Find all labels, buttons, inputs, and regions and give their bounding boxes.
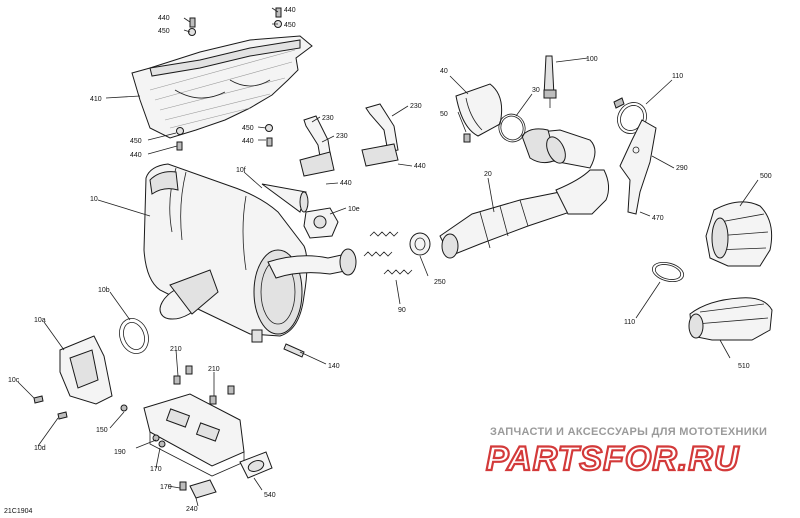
callout-150: 150 — [96, 427, 108, 434]
callout-230-a: 230 — [322, 115, 334, 122]
callout-10a: 10a — [34, 317, 46, 324]
grommet-540 — [239, 451, 273, 479]
clamp-110-bottom — [651, 261, 685, 283]
mount-190 — [143, 393, 245, 477]
oxygen-sensor-100 — [543, 55, 557, 108]
callout-10d: 10d — [34, 445, 46, 452]
callout-540: 540 — [264, 492, 276, 499]
callout-170-a: 170 — [150, 466, 162, 473]
callout-140: 140 — [328, 363, 340, 370]
callout-210-a: 210 — [170, 346, 182, 353]
callout-500: 500 — [760, 173, 772, 180]
guard-10a — [59, 335, 113, 405]
ring-10b — [119, 318, 149, 354]
watermark-tagline: ЗАПЧАСТИ И АКСЕССУАРЫ ДЛЯ МОТОТЕХНИКИ — [490, 426, 767, 438]
bolts-10c-10d — [33, 395, 68, 420]
callout-50: 50 — [440, 111, 448, 118]
callout-450-a: 450 — [158, 28, 170, 35]
callout-10c: 10c — [8, 377, 20, 384]
callout-210-b: 210 — [208, 366, 220, 373]
gasket-250 — [409, 232, 431, 256]
sleeve-40 — [455, 83, 503, 137]
callout-90: 90 — [398, 307, 406, 314]
pipe-shield-500 — [705, 201, 773, 267]
callout-250: 250 — [434, 279, 446, 286]
callout-labels: 440 450 440 450 410 450 440 450 440 230 … — [8, 7, 772, 513]
callout-510: 510 — [738, 363, 750, 370]
leader-lines — [17, 7, 759, 507]
springs-90 — [363, 231, 413, 275]
cone-10f — [261, 183, 309, 213]
callout-170-b: 170 — [160, 484, 172, 491]
bracket-290 — [619, 119, 657, 215]
callout-440-e: 440 — [340, 180, 352, 187]
catalyst-pipe-20 — [439, 128, 610, 259]
callout-230-b: 230 — [336, 133, 348, 140]
bracket-230-left — [299, 115, 335, 177]
callout-10b: 10b — [98, 287, 110, 294]
callout-10f: 10f — [236, 167, 246, 174]
callout-230-c: 230 — [410, 103, 422, 110]
callout-440-c: 440 — [130, 152, 142, 159]
bolts-210-140 — [120, 343, 305, 448]
callout-20: 20 — [484, 171, 492, 178]
flange-joint — [339, 248, 357, 276]
callout-190: 190 — [114, 449, 126, 456]
watermark: ЗАПЧАСТИ И АКСЕССУАРЫ ДЛЯ МОТОТЕХНИКИ PA… — [485, 426, 767, 479]
callout-240: 240 — [186, 506, 198, 513]
callout-110-a: 110 — [672, 73, 683, 80]
heat-shield-410 — [131, 35, 313, 139]
pipe-shield-510 — [688, 297, 773, 341]
watermark-logo: PARTSFOR.RU — [486, 440, 740, 478]
bracket-230-right — [361, 103, 399, 167]
nut-50 — [463, 133, 471, 143]
callout-40: 40 — [440, 68, 448, 75]
callout-110-b: 110 — [624, 319, 635, 326]
callout-450-b: 450 — [284, 22, 296, 29]
callout-30: 30 — [532, 87, 540, 94]
muffler-10 — [143, 163, 351, 343]
callout-440-d: 440 — [242, 138, 254, 145]
gasket-10e — [303, 207, 339, 239]
oring-30 — [498, 113, 526, 143]
rubber-240 — [179, 479, 217, 499]
callout-10: 10 — [90, 196, 98, 203]
callout-290: 290 — [676, 165, 688, 172]
callout-450-d: 450 — [242, 125, 254, 132]
callout-10e: 10e — [348, 206, 360, 213]
callout-450-c: 450 — [130, 138, 142, 145]
callout-470: 470 — [652, 215, 664, 222]
callout-100: 100 — [586, 56, 598, 63]
callout-440-b: 440 — [284, 7, 296, 14]
diagram-code: 21C1904 — [4, 508, 33, 515]
callout-440-f: 440 — [414, 163, 426, 170]
callout-410: 410 — [90, 96, 102, 103]
callout-440-a: 440 — [158, 15, 170, 22]
clamp-110-top — [613, 97, 647, 134]
